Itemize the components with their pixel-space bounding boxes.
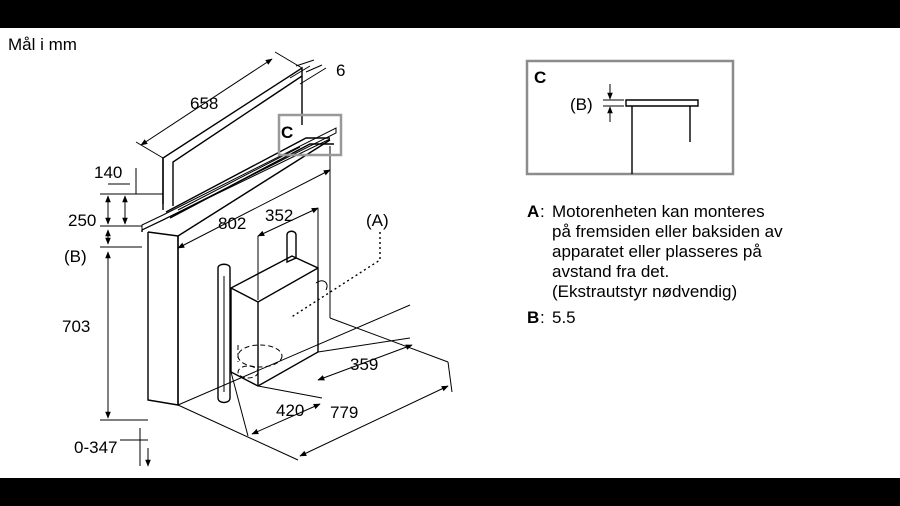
legend-a-line-2: på fremsiden eller baksiden av bbox=[552, 222, 783, 241]
legend-b-value: 5.5 bbox=[552, 308, 576, 327]
svg-text::: : bbox=[540, 308, 545, 327]
dimension-703: 703 bbox=[62, 317, 90, 336]
svg-text::: : bbox=[540, 202, 545, 221]
dimension-359: 359 bbox=[350, 355, 378, 374]
detail-box-c-label: C bbox=[534, 68, 546, 87]
dimension-140: 140 bbox=[94, 163, 122, 182]
dimension-420: 420 bbox=[276, 401, 304, 420]
dimension-6: 6 bbox=[336, 61, 345, 80]
drawing-canvas bbox=[0, 28, 900, 478]
callout-a-label: (A) bbox=[366, 211, 389, 230]
legend-a-line-3: apparatet eller plasseres på bbox=[552, 242, 762, 261]
dimension-802: 802 bbox=[218, 214, 246, 233]
detail-b-label: (B) bbox=[570, 95, 593, 114]
legend-a-line-1: Motorenheten kan monteres bbox=[552, 202, 765, 221]
detail-c-box bbox=[525, 59, 735, 176]
detail-c-marker: C bbox=[281, 123, 293, 142]
dimension-b-label: (B) bbox=[64, 247, 87, 266]
dimension-352: 352 bbox=[265, 206, 293, 225]
legend-a-line-5: (Ekstrautstyr nødvendig) bbox=[552, 282, 737, 301]
legend-b-key: B bbox=[527, 308, 539, 327]
dimension-658: 658 bbox=[190, 94, 218, 113]
dimension-lines bbox=[100, 51, 453, 467]
units-label: Mål i mm bbox=[8, 35, 77, 54]
dimension-779: 779 bbox=[330, 403, 358, 422]
legend-a-key: A bbox=[527, 202, 539, 221]
dimension-250: 250 bbox=[68, 211, 96, 230]
legend-a-line-4: avstand fra det. bbox=[552, 262, 669, 281]
legend: A : Motorenheten kan monteres på fremsid… bbox=[527, 202, 783, 327]
dimension-0-347: 0-347 bbox=[74, 438, 117, 457]
